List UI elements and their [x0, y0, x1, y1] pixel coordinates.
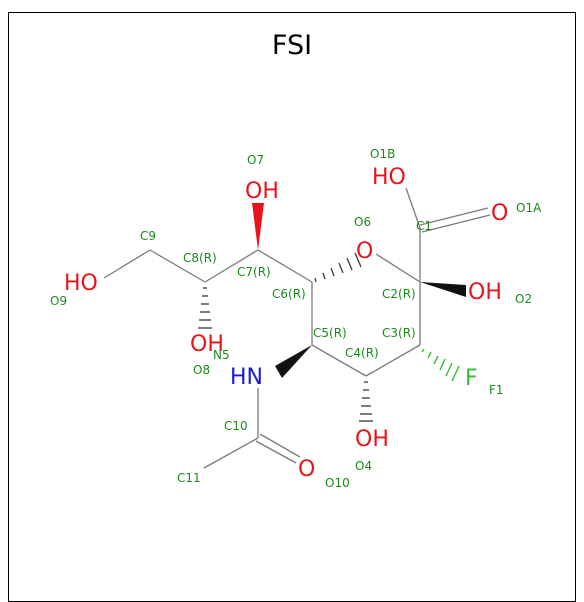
atom-ho-c9: HO	[64, 271, 98, 296]
ann-f1: F1	[489, 383, 504, 397]
ann-c7: C7(R)	[237, 265, 271, 279]
ann-o2: O2	[515, 292, 532, 306]
hash-c4-o4	[359, 381, 373, 422]
diagram-frame	[8, 12, 576, 602]
ann-c9: C9	[140, 229, 156, 243]
ann-o1a: O1A	[516, 201, 542, 215]
wedge-c5-n	[275, 345, 312, 378]
ann-o8: O8	[193, 363, 210, 377]
ann-o4: O4	[355, 459, 372, 473]
ann-c2: C2(R)	[382, 287, 416, 301]
bond-c10-o10-b	[259, 433, 301, 458]
bond-o6-c2	[375, 253, 421, 283]
atom-oh-c4: OH	[355, 427, 389, 452]
wedge-c7-o7	[252, 203, 264, 250]
ann-c10: C10	[224, 419, 248, 433]
bond-c8-c7	[204, 249, 259, 283]
atom-oh-c2: OH	[468, 280, 502, 305]
ann-c4: C4(R)	[345, 346, 379, 360]
atom-oh-c8: OH	[190, 332, 224, 357]
atom-hn: HN	[230, 365, 263, 390]
ann-c6: C6(R)	[272, 287, 306, 301]
bond-c3-c4	[365, 344, 421, 377]
ann-o7: O7	[247, 153, 264, 167]
diagram-title: FSI	[271, 30, 313, 61]
ann-c3: C3(R)	[382, 326, 416, 340]
wedge-bonds	[252, 203, 466, 378]
atom-oh-c7: OH	[245, 179, 279, 204]
ann-c5: C5(R)	[313, 326, 347, 340]
ann-o10: O10	[325, 476, 350, 490]
bond-c10-c11	[203, 437, 259, 469]
bonds	[103, 187, 491, 469]
atom-o-ring: O	[356, 239, 373, 264]
ann-o1b: O1B	[370, 147, 395, 161]
ann-o9: O9	[50, 294, 67, 308]
ann-n5: N5	[213, 348, 230, 362]
bond-c9-c8	[149, 249, 206, 283]
atom-labels: OH HO O O OH HO OH HN F OH O	[64, 165, 508, 482]
atom-o-carbonyl: O	[491, 201, 508, 226]
hashed-bonds	[198, 252, 460, 422]
wedge-c2-o2	[420, 282, 466, 297]
bond-c1-o1a-b	[421, 214, 491, 233]
bond-c1-o1b	[405, 187, 421, 229]
ann-c11: C11	[177, 471, 201, 485]
bond-ho-c9	[103, 249, 151, 279]
ann-c8: C8(R)	[183, 251, 217, 265]
atom-annotations: O7 O1B O6 C1 O1A C9 C8(R) C7(R) C6(R) C2…	[50, 147, 542, 490]
atom-ho-acid: HO	[372, 165, 406, 190]
bond-c7-c6	[257, 249, 313, 283]
bond-c1-o1a-a	[419, 207, 489, 226]
hash-c6-o6	[314, 252, 362, 283]
molecule-diagram: OH HO O O OH HO OH HN F OH O O7 O1B O6 C…	[50, 147, 542, 490]
hash-c8-o8	[198, 287, 212, 329]
ann-o6: O6	[354, 215, 371, 229]
ann-c1: C1	[416, 219, 432, 233]
atom-f: F	[465, 366, 478, 391]
atom-o-amide: O	[298, 457, 315, 482]
bond-c4-c5	[311, 344, 367, 377]
bond-c10-o10-a	[255, 440, 297, 464]
hash-c3-f	[421, 348, 460, 382]
